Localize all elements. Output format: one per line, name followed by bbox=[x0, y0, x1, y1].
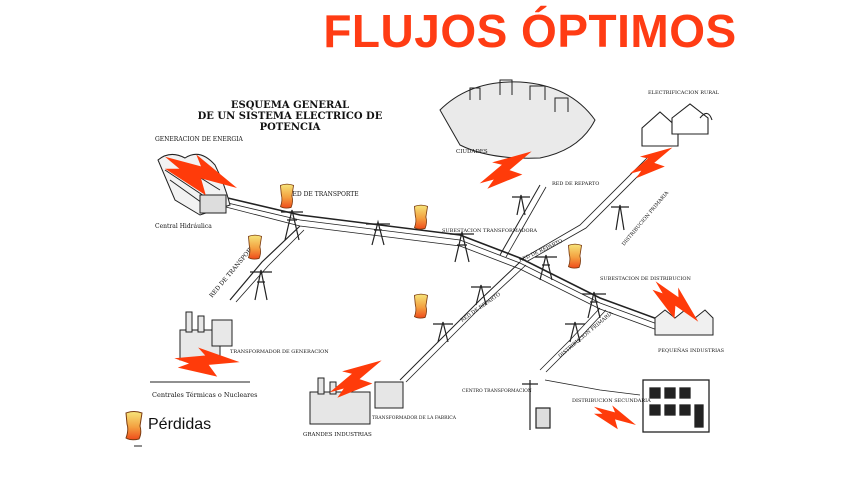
transmission-towers bbox=[250, 194, 629, 343]
page-title: FLUJOS ÓPTIMOS bbox=[323, 5, 737, 57]
label-pequenas-industrias: PEQUEÑAS INDUSTRIAS bbox=[658, 346, 725, 354]
loss-marker-1 bbox=[279, 183, 295, 209]
legend-icon bbox=[125, 411, 143, 447]
label-subestacion-transformadora: SUBESTACION TRANSFORMADORA bbox=[442, 228, 537, 234]
small-industries bbox=[654, 309, 714, 336]
legend-label: Pérdidas bbox=[148, 416, 212, 433]
label-distribucion-secundaria: DISTRIBUCION SECUNDARIA bbox=[572, 398, 651, 404]
loss-marker-2 bbox=[413, 204, 429, 230]
large-industries bbox=[309, 377, 404, 425]
label-ciudades: CIUDADES bbox=[456, 149, 488, 155]
distribution-pole bbox=[522, 380, 551, 430]
scheme-title-line1: ESQUEMA GENERAL bbox=[231, 100, 349, 111]
apartment-building bbox=[642, 379, 710, 433]
label-transformador-generacion: TRANSFORMADOR DE GENERACION bbox=[230, 349, 329, 355]
label-centro-transformacion: CENTRO TRANSFORMACION bbox=[462, 388, 532, 394]
label-red-reparto-top: RED DE REPARTO bbox=[552, 181, 599, 187]
label-red-reparto-mid: RED DE REPARTO bbox=[518, 238, 563, 263]
label-distribucion-primaria-2: DISTRIBUCION PRIMARIA bbox=[557, 310, 614, 359]
rural-houses bbox=[641, 103, 713, 147]
loss-marker-3 bbox=[247, 234, 263, 260]
label-centrales-termicas: Centrales Térmicas o Nucleares bbox=[152, 391, 257, 399]
flow-arrow-building bbox=[594, 405, 636, 430]
loss-marker-5 bbox=[413, 293, 429, 319]
label-electrificacion-rural: ELECTRIFICACION RURAL bbox=[648, 90, 720, 96]
scheme-title-line2: DE UN SISTEMA ELECTRICO DE bbox=[198, 111, 383, 122]
label-central-hidraulica: Central Hidráulica bbox=[155, 223, 212, 230]
scheme-title: ESQUEMA GENERAL DE UN SISTEMA ELECTRICO … bbox=[198, 100, 383, 133]
label-red-reparto-bottom: RED DE REPARTO bbox=[460, 292, 502, 324]
label-distribucion-primaria-1: DISTRIBUCION PRIMARIA bbox=[621, 190, 670, 247]
loss-marker-4 bbox=[567, 243, 583, 269]
scheme-title-line3: POTENCIA bbox=[260, 122, 321, 133]
label-grandes-industrias: GRANDES INDUSTRIAS bbox=[303, 432, 372, 438]
label-red-transporte-top: RED DE TRANSPORTE bbox=[288, 191, 359, 198]
city bbox=[439, 79, 596, 159]
label-transformador-fabrica: TRANSFORMADOR DE LA FABRICA bbox=[372, 415, 457, 421]
label-subestacion-distribucion: SUBESTACION DE DISTRIBUCION bbox=[600, 276, 691, 282]
label-generacion: GENERACION DE ENERGIA bbox=[155, 136, 243, 143]
